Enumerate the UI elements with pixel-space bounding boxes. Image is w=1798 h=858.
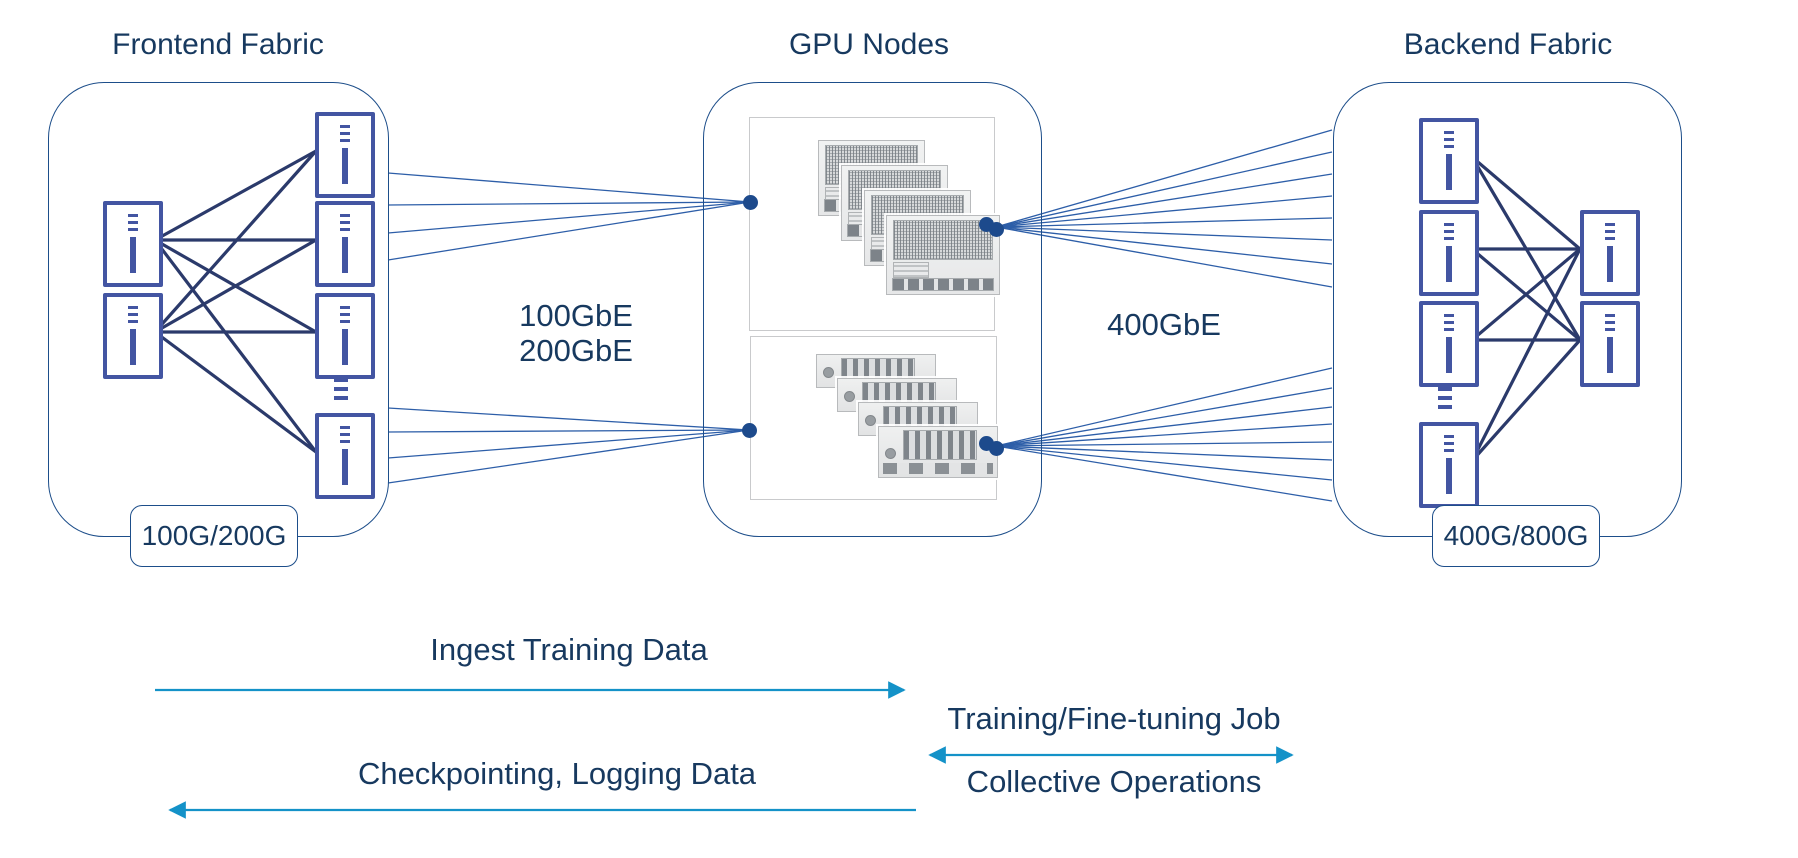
frontend-speed-badge: 100G/200G xyxy=(130,505,298,567)
backend-speed-badge: 400G/800G xyxy=(1432,505,1600,567)
training-flow-label: Training/Fine-tuning Job xyxy=(947,701,1281,736)
gpu-server-image xyxy=(886,215,1000,295)
switch-icon xyxy=(103,293,163,379)
switch-icon xyxy=(315,112,375,198)
switch-icon xyxy=(1419,422,1479,508)
collective-flow-label: Collective Operations xyxy=(966,764,1262,799)
switch-icon xyxy=(1580,210,1640,296)
gpu-to-backend-link-lines xyxy=(995,129,1333,502)
gpu-nodes-title: GPU Nodes xyxy=(788,28,950,61)
gpu-group-box-bottom xyxy=(750,336,997,500)
gpu-backend-link-label: 400GbE xyxy=(1107,307,1221,342)
backend-mesh xyxy=(1470,155,1582,463)
connection-node-dot xyxy=(988,440,1004,456)
link-speed-line: 100GbE xyxy=(519,298,633,333)
more-switches-ellipsis-icon xyxy=(334,378,348,382)
connection-node-dot xyxy=(741,422,757,438)
switch-icon xyxy=(1580,301,1640,387)
switch-icon xyxy=(1419,210,1479,296)
switch-icon xyxy=(103,201,163,287)
switch-icon xyxy=(315,201,375,287)
connection-node-dot xyxy=(988,221,1004,237)
switch-icon xyxy=(315,293,375,379)
frontend-to-gpu-link-lines xyxy=(387,172,751,484)
gpu-server-image xyxy=(878,426,998,478)
frontend-mesh xyxy=(153,149,318,454)
more-switches-ellipsis-icon xyxy=(1438,387,1452,391)
gpu-nodes-container xyxy=(703,82,1042,537)
connection-node-dot xyxy=(742,194,758,210)
ingest-flow-label: Ingest Training Data xyxy=(430,632,708,667)
frontend-fabric-title: Frontend Fabric xyxy=(112,28,324,61)
switch-icon xyxy=(1419,118,1479,204)
switch-icon xyxy=(315,413,375,499)
link-speed-line: 200GbE xyxy=(519,333,633,368)
frontend-gpu-link-label: 100GbE 200GbE xyxy=(519,298,633,368)
switch-icon xyxy=(1419,301,1479,387)
backend-fabric-title: Backend Fabric xyxy=(1403,28,1613,61)
checkpointing-flow-label: Checkpointing, Logging Data xyxy=(357,756,757,791)
